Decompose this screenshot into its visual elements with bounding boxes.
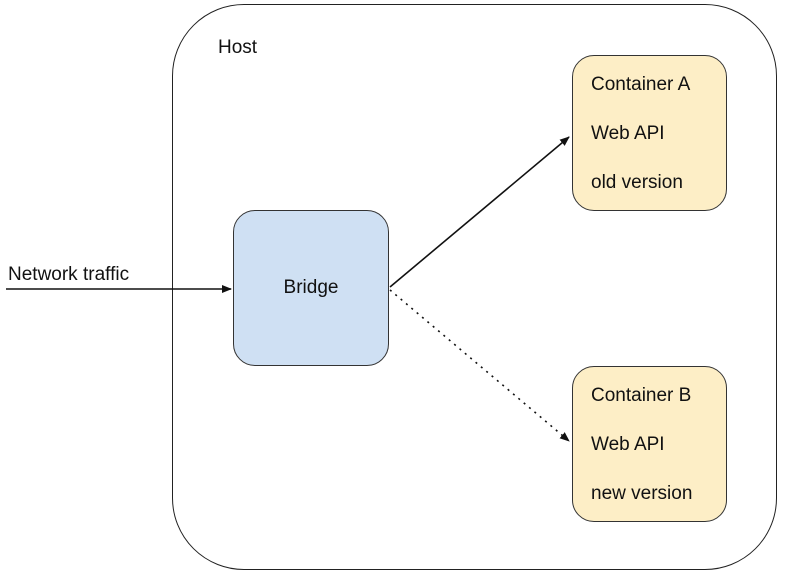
container-a-role: Web API — [591, 123, 665, 144]
container-b-role: Web API — [591, 434, 665, 455]
host-label: Host — [218, 37, 258, 58]
container-a-name: Container A — [591, 74, 691, 95]
bridge-node: Bridge — [233, 210, 389, 366]
container-b-node: Container B Web API new version — [572, 366, 727, 522]
host-boundary — [172, 4, 777, 570]
network-traffic-label: Network traffic — [8, 264, 130, 285]
container-a-node: Container A Web API old version — [572, 55, 727, 211]
bridge-label: Bridge — [283, 277, 339, 298]
bridge-to-container-a-arrow — [389, 136, 570, 288]
container-b-version: new version — [591, 483, 693, 504]
container-b-name: Container B — [591, 385, 692, 406]
bridge-to-container-b-dotted-arrow — [389, 289, 570, 442]
container-a-version: old version — [591, 172, 683, 193]
